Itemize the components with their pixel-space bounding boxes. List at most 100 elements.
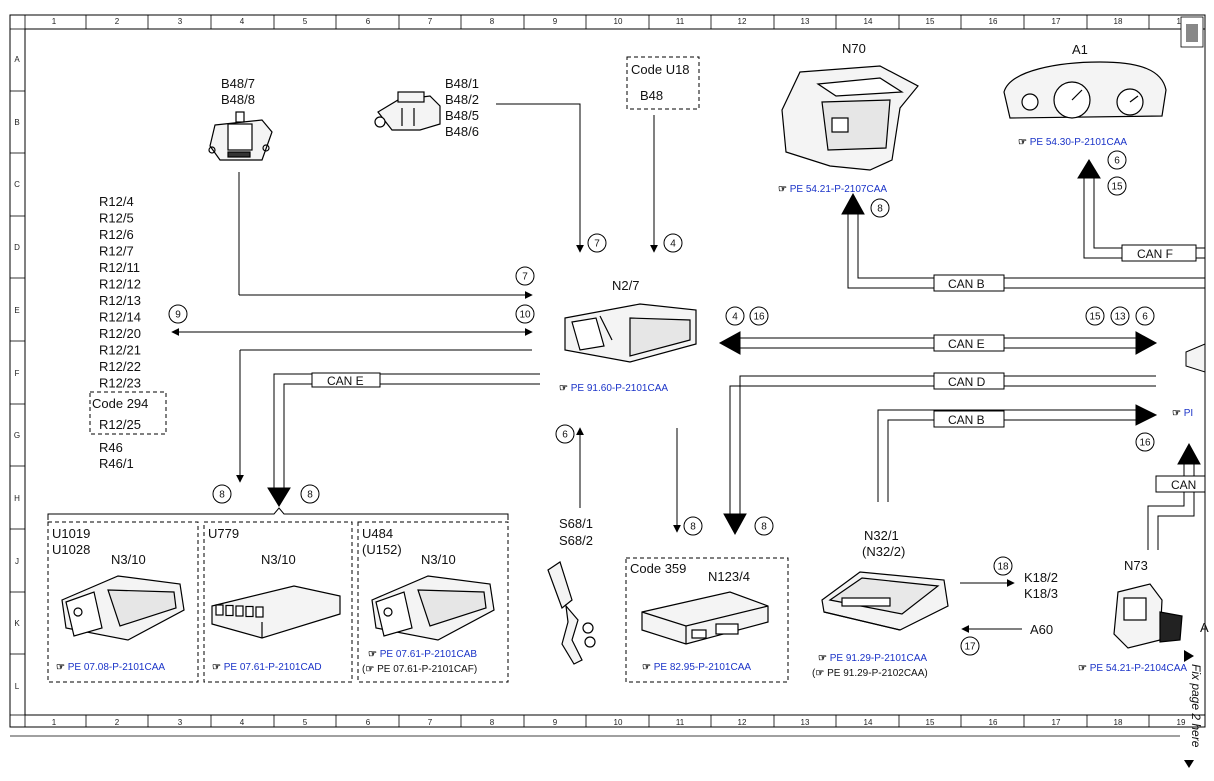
grid-col-label: 14: [864, 17, 873, 26]
grid-col-label: 11: [676, 17, 685, 26]
signal-number-n2-7-in-left-top: 7: [515, 266, 535, 286]
signal-number-n70-sig: 8: [870, 198, 890, 218]
label-code-359: Code 359: [630, 561, 686, 576]
grid-col-label: 15: [926, 17, 935, 26]
grid-row-label: F: [15, 369, 20, 378]
margin-note: Fix page 2 here: [1180, 16, 1204, 768]
code-u18-box[interactable]: Code U18 B48: [626, 56, 700, 110]
svg-text:18: 18: [997, 562, 1009, 573]
s68-seat-belt-buckle[interactable]: S68/1 S68/2: [547, 516, 596, 665]
r12-item: R12/13: [99, 293, 141, 308]
grid-col-label: 14: [864, 718, 873, 727]
grid-ticks: [10, 15, 1206, 727]
signal-number-n123-sig-a: 8: [683, 516, 703, 536]
grid-col-label: 7: [428, 17, 433, 26]
can-d-bus: CAN D: [723, 372, 1156, 536]
svg-text:15: 15: [1089, 312, 1101, 323]
a1-instrument-cluster[interactable]: A1 ☞ PE 54.30-P-2101CAA: [1003, 42, 1167, 148]
signal-number-n2-7-in-b48: 7: [587, 233, 607, 253]
grid-col-label: 1: [52, 17, 57, 26]
grid-col-label: 9: [553, 718, 558, 727]
label-b48-6: B48/6: [445, 124, 479, 139]
svg-text:15: 15: [1111, 182, 1123, 193]
grid-labels: 1122334455667788991010111112121313141415…: [14, 17, 1186, 727]
ref-n32-2: (☞ PE 91.29-P-2102CAA): [812, 668, 928, 679]
n70-overhead-unit[interactable]: N70 ☞ PE 54.21-P-2107CAA: [778, 41, 919, 195]
ecu-box-n3-10[interactable]: U484(U152)N3/10☞ PE 07.61-P-2101CAB(☞ PE…: [357, 521, 509, 683]
grid-col-label: 18: [1114, 718, 1123, 727]
grid-col-label: 10: [614, 17, 623, 26]
r12-item: R12/23: [99, 376, 141, 391]
ref-n123-4: ☞ PE 82.95-P-2101CAA: [642, 662, 751, 673]
signal-number-can-e-left-b: 16: [749, 306, 769, 326]
label-k18-2: K18/2: [1024, 570, 1058, 585]
b48-7-sensor-icon: [208, 111, 273, 161]
n32-1-control-unit[interactable]: N32/1 (N32/2) ☞ PE 91.29-P-2101CAA (☞ PE…: [812, 528, 949, 679]
signal-number-a1-sig-a: 6: [1107, 150, 1127, 170]
grid-col-label: 12: [738, 718, 747, 727]
r12-item: R12/22: [99, 359, 141, 374]
svg-text:9: 9: [175, 310, 181, 321]
r12-item: R12/12: [99, 277, 141, 292]
label-s68-2: S68/2: [559, 533, 593, 548]
label-a1: A1: [1072, 42, 1088, 57]
svg-text:10: 10: [519, 310, 531, 321]
grid-col-label: 16: [989, 718, 998, 727]
label-n32-1: N32/1: [864, 528, 899, 543]
svg-text:8: 8: [307, 490, 313, 501]
sensor-b48-1[interactable]: B48/1 B48/2 B48/5 B48/6: [374, 76, 479, 139]
ecu-code-label: U484: [362, 526, 393, 541]
signal-number-can-e-right-c: 6: [1135, 306, 1155, 326]
can-b-bus-lower: CAN B: [877, 404, 1158, 502]
can-partial-bus: CAN: [1147, 442, 1206, 550]
grid-row-label: A: [14, 55, 20, 64]
ref-n73: ☞ PE 54.21-P-2104CAA: [1078, 663, 1187, 674]
ref-n70: ☞ PE 54.21-P-2107CAA: [778, 184, 887, 195]
code-294-box[interactable]: Code 294 R12/25: [89, 391, 167, 435]
svg-text:6: 6: [562, 430, 568, 441]
label-n73: N73: [1124, 558, 1148, 573]
ref-n2-7: ☞ PE 91.60-P-2101CAA: [559, 383, 668, 394]
grid-col-label: 6: [366, 718, 371, 727]
r12-item: R12/7: [99, 244, 134, 259]
n2-7-control-unit[interactable]: N2/7 ☞ PE 91.60-P-2101CAA: [559, 278, 697, 394]
ecu-ref-alt: (☞ PE 07.61-P-2101CAF): [362, 664, 477, 675]
ecu-box-bracket: [47, 507, 509, 520]
can-d-label: CAN D: [948, 375, 986, 389]
n123-4-unit-icon: [641, 591, 769, 645]
ecu-name-label: N3/10: [421, 552, 456, 567]
signal-number-n2-7-in-code: 4: [663, 233, 683, 253]
sensor-b48-7[interactable]: B48/7 B48/8: [208, 76, 273, 295]
can-partial-label: CAN: [1171, 478, 1196, 492]
r12-item: R12/14: [99, 310, 141, 325]
n123-4-box[interactable]: Code 359 N123/4 ☞ PE 82.95-P-2101CAA: [625, 557, 789, 683]
can-b-bus-upper: CAN B: [841, 192, 1205, 292]
svg-text:8: 8: [690, 522, 696, 533]
n73-ignition-switch[interactable]: N73 A ☞ PE 54.21-P-2104CAA: [1078, 558, 1209, 674]
grid-col-label: 5: [303, 718, 308, 727]
grid-col-label: 15: [926, 718, 935, 727]
fix-page-note: Fix page 2 here: [1189, 664, 1203, 748]
ref-right-edge-partial: ☞ PI: [1172, 408, 1193, 419]
b48-1-sensor-icon: [374, 91, 441, 131]
grid-col-label: 4: [240, 718, 245, 727]
signal-number-can-e-left-a: 4: [725, 306, 745, 326]
grid-col-label: 11: [676, 718, 685, 727]
label-s68-1: S68/1: [559, 516, 593, 531]
grid-col-label: 10: [614, 718, 623, 727]
ecu-unit-icon: [211, 585, 341, 639]
label-r46-1: R46/1: [99, 456, 134, 471]
label-n73-partial: A: [1200, 620, 1209, 635]
n70-unit-icon: [781, 65, 919, 171]
signal-number-a1-sig-b: 15: [1107, 176, 1127, 196]
label-code-u18: Code U18: [631, 62, 690, 77]
label-n70: N70: [842, 41, 866, 56]
grid-row-label: C: [14, 180, 20, 189]
grid-col-label: 6: [366, 17, 371, 26]
can-e-bus-right: CAN E: [718, 331, 1158, 355]
